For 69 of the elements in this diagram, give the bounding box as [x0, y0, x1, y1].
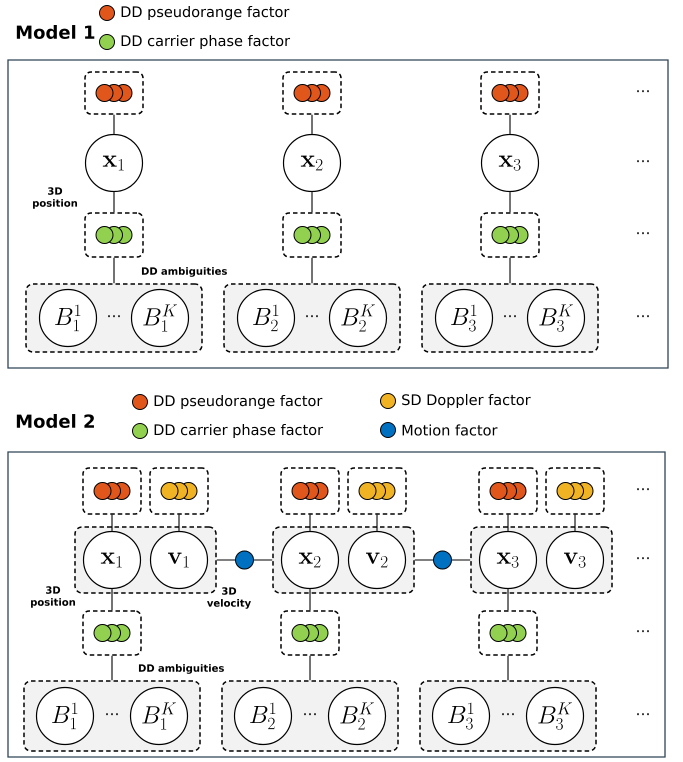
legend-label: SD Doppler factor [402, 394, 531, 408]
connector-line [311, 258, 313, 284]
factor-group-box [282, 71, 342, 115]
connector-line [507, 589, 509, 610]
ellipsis-dots: ⋯ [304, 713, 316, 716]
connector-line [309, 589, 311, 610]
factor-group-box [347, 467, 407, 515]
connector-line [113, 192, 115, 212]
legend-label: DD carrier phase factor [122, 34, 290, 49]
factor-group-box [480, 212, 540, 258]
legend-label: Motion factor [402, 424, 498, 436]
node-caption: 3D position [33, 187, 78, 209]
connector-line [111, 514, 113, 531]
connector-line [507, 514, 509, 531]
ellipsis-dots: ⋯ [637, 488, 649, 490]
ellipsis-dots: ⋯ [502, 713, 514, 716]
connector-line [216, 559, 235, 561]
connector-line [309, 514, 311, 531]
connector-line [376, 514, 378, 531]
ellipsis-dots: ⋯ [637, 232, 649, 234]
ellipsis-dots: ⋯ [637, 160, 649, 162]
factor-group-box [84, 212, 144, 258]
node-caption: DD ambiguities [138, 664, 224, 674]
connector-line [509, 258, 511, 284]
connector-line [311, 114, 313, 134]
node-caption: DD ambiguities [142, 267, 227, 277]
connector-line [178, 514, 180, 531]
panel-title: Model 2 [16, 414, 94, 428]
factor-group-box [84, 71, 144, 115]
legend-label: DD carrier phase factor [154, 424, 324, 438]
factor-group-box [82, 467, 142, 515]
factor-group-box [280, 610, 340, 656]
ellipsis-dots: ⋯ [637, 630, 649, 632]
ellipsis-dots: ⋯ [306, 315, 318, 318]
connector-line [509, 192, 511, 212]
connector-line [113, 114, 115, 134]
ellipsis-dots: ⋯ [108, 315, 120, 318]
legend-label: DD pseudorange factor [154, 394, 322, 410]
connector-line [414, 559, 433, 561]
factor-circle [235, 550, 254, 570]
connector-line [507, 656, 509, 680]
connector-line [254, 559, 272, 561]
ellipsis-dots: ⋯ [637, 315, 649, 318]
factor-circle [433, 550, 452, 570]
legend-label: DD pseudorange factor [122, 6, 290, 20]
factor-group-box [82, 610, 142, 656]
ellipsis-dots: ⋯ [637, 90, 649, 92]
factor-group-box [149, 467, 209, 515]
connector-line [574, 514, 576, 531]
factor-group-box [478, 467, 538, 515]
ellipsis-dots: ⋯ [637, 557, 649, 560]
node-caption: 3D velocity [207, 587, 251, 609]
connector-line [111, 589, 113, 610]
factor-group-box [480, 71, 540, 115]
factor-group-box [280, 467, 340, 515]
panel-title: Model 1 [16, 25, 94, 39]
ellipsis-dots: ⋯ [637, 713, 649, 716]
connector-line [452, 559, 470, 561]
connector-line [311, 192, 313, 212]
ellipsis-dots: ⋯ [106, 713, 118, 716]
factor-group-box [282, 212, 342, 258]
factor-group-box [545, 467, 605, 515]
connector-line [113, 258, 115, 284]
ellipsis-dots: ⋯ [504, 315, 516, 318]
connector-line [309, 656, 311, 680]
connector-line [509, 114, 511, 134]
connector-line [111, 656, 113, 680]
node-caption: 3D position [31, 586, 76, 608]
factor-group-box [478, 610, 538, 656]
